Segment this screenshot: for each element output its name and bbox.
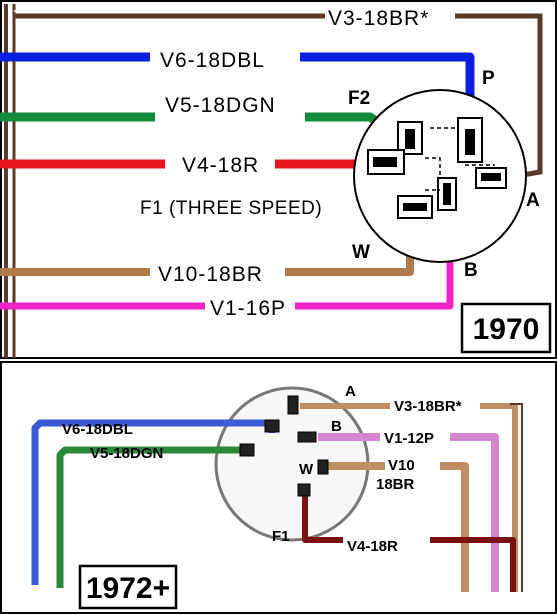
switch-terminals-1970 bbox=[367, 117, 507, 219]
label-v10-line2-1972: 18BR bbox=[376, 476, 415, 493]
year-box-1972 bbox=[78, 564, 178, 610]
pin-label-f1-1972: F1 bbox=[272, 528, 290, 545]
diagram-1972: V6-18DBL V5-18DGN V3-18BR* V1-12P V10 18… bbox=[0, 361, 557, 614]
label-v6-1970: V6-18DBL bbox=[160, 49, 265, 72]
terminal-w-blade-1970 bbox=[403, 203, 427, 211]
label-v1-1972: V1-12P bbox=[384, 430, 434, 447]
label-v5-1970: V5-18DGN bbox=[165, 94, 276, 117]
wire-v6-1970 bbox=[0, 52, 475, 110]
wire-v5-1972 bbox=[56, 446, 248, 588]
label-f1-1970: F1 (THREE SPEED) bbox=[140, 198, 322, 219]
terminal-f2-blade-1970 bbox=[405, 129, 415, 149]
pin-label-a-1972: A bbox=[345, 383, 356, 400]
label-v10-line1-1972: V10 bbox=[388, 457, 415, 474]
terminal-f1-1972 bbox=[297, 483, 311, 497]
label-v5-1972: V5-18DGN bbox=[90, 445, 163, 462]
pin-label-w-1970: W bbox=[352, 242, 370, 263]
terminal-r-blade-1970 bbox=[373, 157, 397, 167]
terminal-p-blade-1970 bbox=[465, 129, 475, 155]
label-v4-1970: V4-18R bbox=[182, 154, 259, 177]
terminal-a-1972 bbox=[287, 395, 299, 415]
terminal-w-1972 bbox=[317, 459, 329, 475]
label-v1-1970: V1-16P bbox=[210, 297, 286, 320]
label-v6-1972: V6-18DBL bbox=[62, 421, 133, 438]
label-v3-1970: V3-18BR* bbox=[328, 7, 429, 30]
pin-label-b-1970: B bbox=[464, 260, 478, 281]
wire-v3-1972-edge bbox=[510, 403, 523, 592]
label-v10-1970: V10-18BR bbox=[158, 263, 263, 286]
pin-label-p-1970: P bbox=[482, 68, 495, 89]
year-box-1970 bbox=[460, 302, 552, 354]
label-v4-1972: V4-18R bbox=[347, 538, 398, 555]
label-v3-1972: V3-18BR* bbox=[394, 398, 462, 415]
terminal-blue-1972 bbox=[264, 419, 280, 433]
pin-label-f2-1970: F2 bbox=[348, 88, 370, 109]
year-label-1972: 1972+ bbox=[86, 572, 170, 605]
switch-terminals-1972 bbox=[239, 395, 329, 497]
wire-v4-1972 bbox=[302, 490, 516, 592]
diagram-1970: V3-18BR* V6-18DBL V5-18DGN V4-18R F1 (TH… bbox=[0, 0, 557, 359]
terminal-a-blade-1970 bbox=[481, 173, 501, 181]
switch-internal-lines-1970 bbox=[425, 127, 495, 191]
pin-label-b-1972: B bbox=[331, 418, 342, 435]
terminal-green-1972 bbox=[239, 443, 255, 457]
pin-label-a-1970: A bbox=[526, 190, 540, 211]
terminal-b-blade-1970 bbox=[443, 183, 451, 205]
wire-v3-1972 bbox=[300, 403, 518, 592]
wire-v10-1972 bbox=[325, 462, 469, 592]
year-label-1970: 1970 bbox=[473, 313, 540, 346]
terminal-b-1972 bbox=[297, 431, 317, 443]
wire-v3-1970-highlight bbox=[14, 10, 546, 183]
pin-label-w-1972: W bbox=[299, 461, 314, 478]
